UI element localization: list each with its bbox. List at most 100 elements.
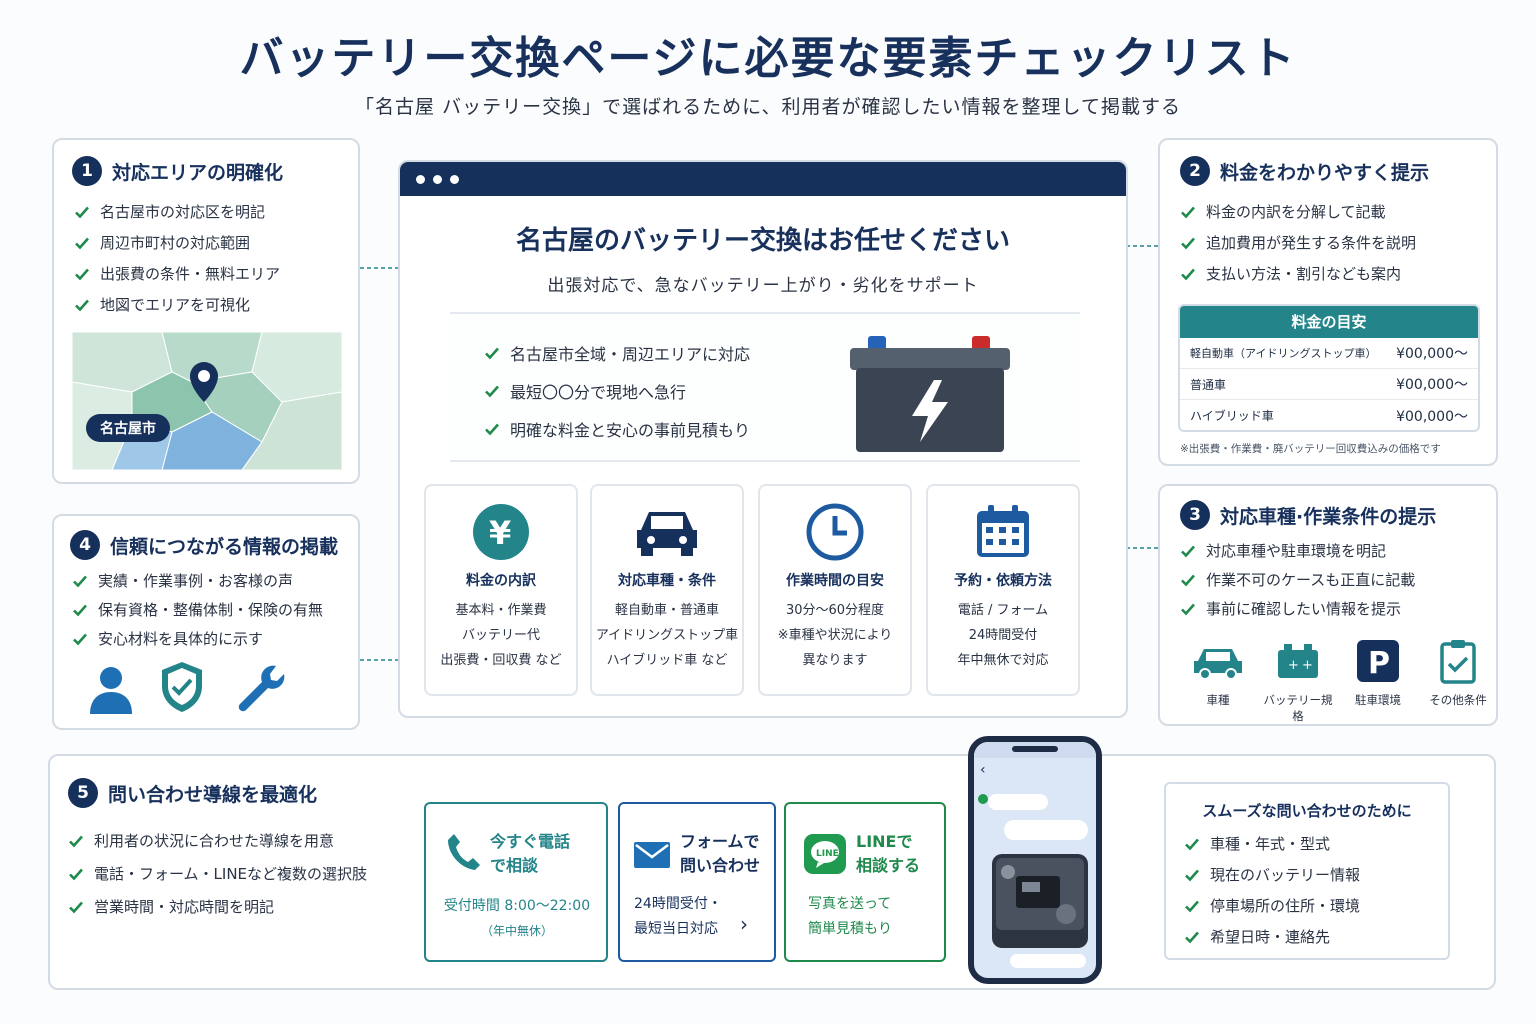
check-icon (1185, 900, 1199, 912)
check-icon (75, 206, 89, 218)
check-icon (485, 385, 499, 398)
check-item: 利用者の状況に合わせた導線を用意 (68, 824, 367, 857)
check-item: 事前に確認したい情報を提示 (1180, 594, 1415, 623)
page-subtitle: 「名古屋 バッテリー交換」で選ばれるために、利用者が確認したい情報を整理して掲載… (355, 96, 1181, 118)
check-item: 名古屋市全域・周辺エリアに対応 (484, 334, 750, 372)
price-table: 料金の目安 軽自動車（アイドリングストップ車）¥00,000〜 普通車¥00,0… (1178, 304, 1480, 432)
check-item: 周辺市町村の対応範囲 (74, 227, 280, 258)
vehicle-condition-icons: 車種 ++ バッテリー規格 P 駐車環境 その他条件 (1178, 636, 1498, 724)
check-icon (69, 868, 83, 880)
hero-panel: 名古屋市全域・周辺エリアに対応 最短〇〇分で現地へ急行 明確な料金と安心の事前見… (450, 312, 1080, 462)
section-area-card: 1 対応エリアの明確化 名古屋市の対応区を明記 周辺市町村の対応範囲 出張費の条… (52, 138, 360, 484)
check-icon (75, 299, 89, 311)
check-item: 停車場所の住所・環境 (1184, 890, 1360, 921)
check-item: 作業不可のケースも正直に記載 (1180, 565, 1415, 594)
check-icon (1185, 869, 1199, 881)
check-item: 明確な料金と安心の事前見積もり (484, 410, 750, 448)
clock-icon (806, 503, 864, 561)
back-icon[interactable]: ‹ (980, 762, 986, 778)
check-item: 保有資格・整備体制・保険の有無 (72, 595, 323, 624)
price-table-title: 料金の目安 (1180, 306, 1478, 338)
yen-icon: ¥ (473, 504, 529, 560)
section-title: 対応エリアの明確化 (112, 161, 284, 184)
check-item: 安心材料を具体的に示す (72, 624, 323, 653)
check-item: 追加費用が発生する条件を説明 (1180, 227, 1416, 258)
check-item: 名古屋市の対応区を明記 (74, 196, 280, 227)
car-icon (1194, 649, 1242, 679)
check-item: 実績・作業事例・お客様の声 (72, 566, 323, 595)
check-item: 電話・フォーム・LINEなど複数の選択肢 (68, 857, 367, 890)
chevron-right-icon[interactable]: › (740, 912, 748, 936)
car-icon (637, 512, 697, 556)
section-number: 1 (72, 156, 102, 186)
page-title: バッテリー交換ページに必要な要素チェックリスト (239, 33, 1297, 84)
check-item: 料金の内訳を分解して記載 (1180, 196, 1416, 227)
battery-icon: ++ (1278, 644, 1318, 678)
mockup-heading: 名古屋のバッテリー交換はお任せください (515, 226, 1010, 256)
check-icon (1181, 237, 1195, 249)
battery-icon (850, 336, 1010, 452)
svg-text:LINE: LINE (816, 849, 839, 859)
check-icon (1185, 838, 1199, 850)
area-map (72, 332, 342, 470)
mail-icon (634, 842, 670, 868)
check-icon (1181, 545, 1195, 557)
check-icon (73, 604, 87, 616)
section-number: 3 (1180, 500, 1210, 530)
feature-card: 対応車種・条件 軽自動車・普通車アイドリングストップ車ハイブリッド車 など (590, 484, 744, 696)
section-title: 対応車種·作業条件の提示 (1220, 505, 1437, 528)
price-row: ハイブリッド車¥00,000〜 (1190, 408, 1468, 425)
website-mockup: 名古屋のバッテリー交換はお任せください 出張対応で、急なバッテリー上がり・劣化を… (398, 160, 1128, 718)
svg-text:+: + (1302, 658, 1313, 673)
section-title: 信頼につながる情報の掲載 (110, 535, 339, 558)
check-icon (1181, 574, 1195, 586)
check-item: 営業時間・対応時間を明記 (68, 890, 367, 923)
check-icon (1181, 603, 1195, 615)
check-icon (485, 347, 499, 360)
check-item: 支払い方法・割引なども案内 (1180, 258, 1416, 289)
smartphone-mockup: ‹ (968, 736, 1102, 984)
vehicle-icon-item: その他条件 (1418, 636, 1498, 724)
browser-titlebar (400, 162, 1126, 196)
check-item: 出張費の条件・無料エリア (74, 258, 280, 289)
svg-text:¥: ¥ (489, 514, 511, 552)
check-icon (1181, 206, 1195, 218)
check-icon (73, 633, 87, 645)
check-icon (1181, 268, 1195, 280)
price-note: ※出張費・作業費・廃バッテリー回収費込みの価格です (1180, 443, 1441, 455)
svg-text:P: P (1368, 646, 1390, 681)
cta-line[interactable]: LINE LINEで相談する 写真を送って簡単見積もり (784, 802, 946, 962)
check-icon (1185, 931, 1199, 943)
engine-photo (996, 858, 1084, 930)
check-icon (485, 423, 499, 436)
price-row: 普通車¥00,000〜 (1180, 369, 1478, 400)
smooth-inquiry-title: スムーズな問い合わせのために (1202, 802, 1412, 820)
section-vehicle-card: 3 対応車種·作業条件の提示 対応車種や駐車環境を明記 作業不可のケースも正直に… (1158, 484, 1498, 726)
line-icon: LINE (804, 834, 846, 874)
section-number: 4 (70, 530, 100, 560)
section-trust-card: 4 信頼につながる情報の掲載 実績・作業事例・お客様の声 保有資格・整備体制・保… (52, 514, 360, 730)
cta-phone[interactable]: 今すぐ電話で相談 受付時間 8:00〜22:00（年中無休） (424, 802, 608, 962)
check-item: 対応車種や駐車環境を明記 (1180, 536, 1415, 565)
check-item: 現在のバッテリー情報 (1184, 859, 1360, 890)
check-item: 地図でエリアを可視化 (74, 289, 280, 320)
section-number: 2 (1180, 156, 1210, 186)
shield-icon (162, 662, 202, 712)
check-icon (75, 268, 89, 280)
vehicle-icon-item: ++ バッテリー規格 (1258, 636, 1338, 724)
parking-icon: P (1357, 640, 1399, 682)
check-icon (75, 237, 89, 249)
vehicle-icon-item: P 駐車環境 (1338, 636, 1418, 724)
clipboard-icon (1440, 640, 1476, 684)
price-row: 軽自動車（アイドリングストップ車）¥00,000〜 (1180, 338, 1478, 369)
feature-card: 作業時間の目安 30分〜60分程度※車種や状況により異なります (758, 484, 912, 696)
mockup-subheading: 出張対応で、急なバッテリー上がり・劣化をサポート (547, 276, 979, 296)
check-icon (69, 901, 83, 913)
section-number: 5 (68, 778, 98, 808)
cta-form[interactable]: フォームで問い合わせ 24時間受付・最短当日対応 › (618, 802, 776, 962)
smooth-inquiry-box: スムーズな問い合わせのために 車種・年式・型式 現在のバッテリー情報 停車場所の… (1164, 782, 1450, 960)
section-title: 料金をわかりやすく提示 (1220, 161, 1430, 184)
wrench-icon (238, 665, 285, 712)
phone-icon (448, 834, 480, 870)
